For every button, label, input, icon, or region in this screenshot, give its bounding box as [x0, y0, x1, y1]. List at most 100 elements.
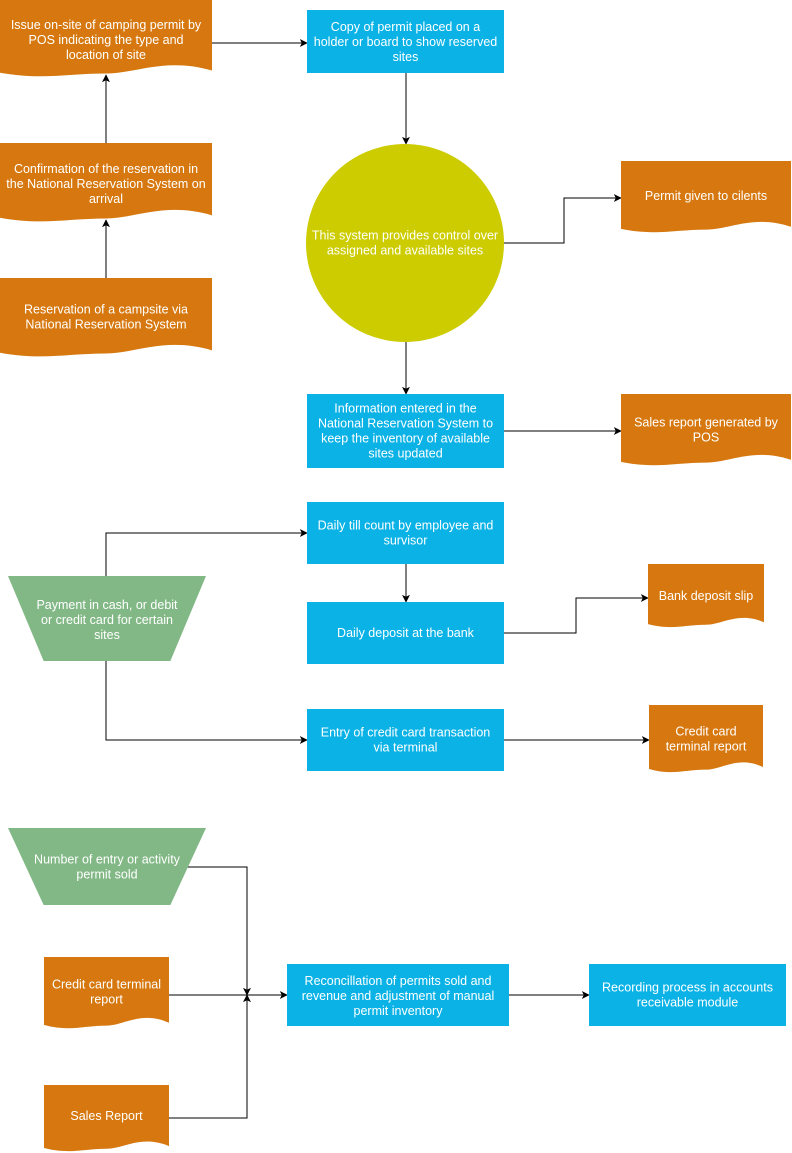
reconciliation-shape [287, 964, 509, 1026]
sales-report-pos-label-line: POS [693, 431, 719, 445]
sales-report-node: Sales Report [44, 1085, 169, 1152]
edge-sales-report-to-reconciliation [169, 994, 251, 1119]
sales-report-shape [44, 1085, 169, 1152]
reconciliation-label-line: revenue and adjustment of manual [302, 989, 495, 1003]
payment-shape [8, 576, 206, 661]
reservation-label-line: Reservation of a campsite via [24, 303, 188, 317]
cc-entry-shape [307, 709, 504, 771]
issue-permit-label-line: location of site [66, 48, 146, 62]
payment-label-line: sites [94, 628, 120, 642]
cc-report-2-label-line: Credit card terminal [52, 978, 161, 992]
daily-deposit-shape [307, 602, 504, 664]
reservation-shape [0, 278, 212, 357]
entry-permits-label-line: Number of entry or activity [34, 853, 181, 867]
cc-report-1-label-line: Credit card [675, 725, 736, 739]
sales-report-pos-shape [621, 394, 791, 466]
info-entered-label-line: National Reservation System to [318, 417, 493, 431]
reconciliation-label-line: permit inventory [354, 1004, 444, 1018]
recording-label-line: Recording process in accounts [602, 981, 773, 995]
control-system-label-line: This system provides control over [312, 229, 498, 243]
bank-slip-label: Bank deposit slip [659, 589, 754, 603]
till-count-label-line: Daily till count by employee and [318, 519, 494, 533]
permit-given-label-line: Permit given to cilents [645, 189, 767, 203]
permit-given-node: Permit given to cilents [621, 161, 791, 233]
cc-report-2-shape [44, 957, 169, 1029]
edge-control-system-to-permit-given [504, 194, 622, 244]
permit-given-shape [621, 161, 791, 233]
till-count-label-line: survisor [384, 534, 428, 548]
edge-payment-to-cc-entry [105, 661, 308, 744]
copy-permit-shape [307, 10, 504, 73]
daily-deposit-label-line: Daily deposit at the bank [337, 626, 475, 640]
copy-permit-label-line: sites [393, 50, 419, 64]
info-entered-shape [307, 394, 504, 468]
issue-permit-shape [0, 0, 212, 77]
edge-daily-deposit-to-bank-slip [504, 594, 649, 634]
bank-slip-label-line: Bank deposit slip [659, 589, 754, 603]
sales-report-label: Sales Report [70, 1109, 143, 1123]
sales-report-pos-label-line: Sales report generated by [634, 416, 779, 430]
control-system-label-line: assigned and available sites [327, 244, 483, 258]
cc-entry-label-line: Entry of credit card transaction [321, 726, 491, 740]
till-count-shape [307, 502, 504, 564]
entry-permits-shape [8, 828, 206, 905]
confirmation-label-line: Confirmation of the reservation in [14, 162, 198, 176]
copy-permit-label-line: Copy of permit placed on a [331, 20, 480, 34]
reservation-label-line: National Reservation System [25, 318, 186, 332]
payment-label-line: or credit card for certain [41, 613, 173, 627]
issue-permit-label-line: POS indicating the type and [29, 33, 184, 47]
bank-slip-shape [648, 564, 764, 628]
confirmation-label-line: arrival [89, 192, 123, 206]
daily-deposit-label: Daily deposit at the bank [337, 626, 475, 640]
bank-slip-node: Bank deposit slip [648, 564, 764, 628]
cc-report-1-shape [649, 705, 763, 773]
issue-permit-label-line: Issue on-site of camping permit by [11, 18, 202, 32]
sales-report-label-line: Sales Report [70, 1109, 143, 1123]
recording-shape [589, 964, 786, 1026]
confirmation-shape [0, 143, 212, 222]
reconciliation-label-line: Reconcillation of permits sold and [305, 974, 492, 988]
edge-entry-permits-to-reconciliation [186, 866, 251, 996]
cc-report-1-label-line: terminal report [666, 740, 747, 754]
connectors [102, 39, 650, 1119]
info-entered-label-line: Information entered in the [334, 402, 476, 416]
control-system-shape [306, 144, 504, 342]
permit-given-label: Permit given to cilents [645, 189, 767, 203]
copy-permit-label-line: holder or board to show reserved [314, 35, 497, 49]
payment-label-line: Payment in cash, or debit [36, 598, 178, 612]
confirmation-label-line: the National Reservation System on [6, 177, 205, 191]
daily-deposit-node: Daily deposit at the bank [307, 602, 504, 664]
edge-payment-to-till-count [105, 529, 308, 576]
recording-label-line: receivable module [637, 996, 738, 1010]
cc-report-2-label-line: report [90, 993, 123, 1007]
